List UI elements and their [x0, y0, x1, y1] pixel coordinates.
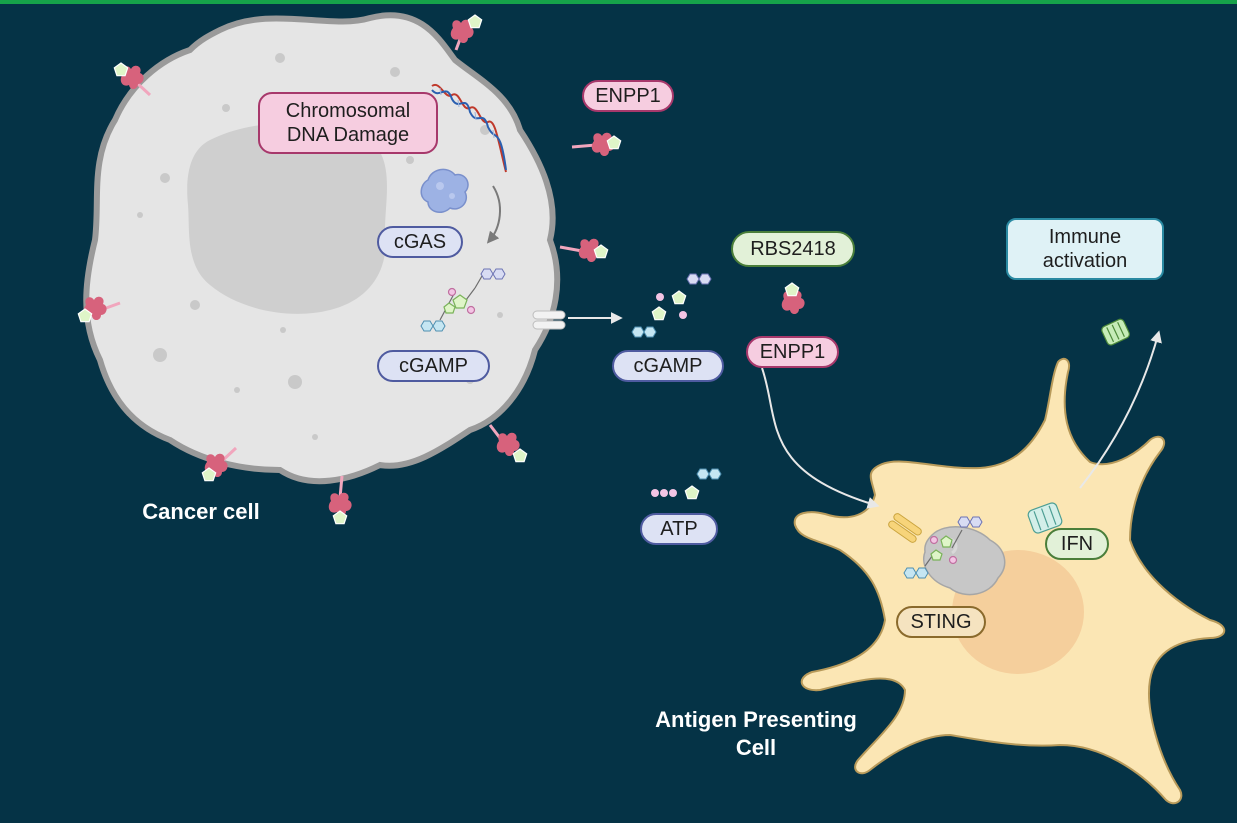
ifn-cytokine-icon: [1027, 502, 1063, 534]
cgamp-molecule-icon: [903, 516, 983, 579]
cgas-enzyme-icon: [420, 168, 469, 213]
cancer-cell-label: Cancer cell: [142, 499, 260, 524]
arrow-icon: [486, 185, 501, 244]
cgamp-outside-label: cGAMP: [612, 350, 724, 382]
atp-label: ATP: [640, 513, 718, 545]
cancer-cell: [83, 12, 561, 485]
immune-activation-line1: Immune: [1048, 226, 1122, 248]
cgamp-molecule-icon: [420, 268, 506, 332]
transporter-channel-icon: [888, 513, 922, 543]
dna-damage-line1: Chromosomal: [285, 100, 411, 122]
cgas-label: cGAS: [377, 226, 463, 258]
cgamp-molecule-icon: [631, 273, 712, 338]
apc-label-line1: Antigen Presenting: [655, 707, 857, 732]
enpp1-protein-icon: [77, 14, 622, 525]
arrow-icon: [761, 367, 880, 509]
enpp1-top-label: ENPP1: [582, 80, 674, 112]
apc-label: Antigen Presenting Cell: [636, 706, 876, 761]
dna-damage-label: Chromosomal DNA Damage: [258, 92, 438, 154]
ifn-cytokine-icon: [1101, 318, 1130, 346]
dna-damage-line2: DNA Damage: [286, 124, 410, 146]
rbs2418-label: RBS2418: [731, 231, 855, 267]
ifn-label: IFN: [1045, 528, 1109, 560]
sting-label: STING: [896, 606, 986, 638]
apc-label-line2: Cell: [735, 734, 777, 760]
enpp1-mid-label: ENPP1: [746, 336, 839, 368]
atp-molecule-icon: [651, 468, 722, 500]
immune-activation-line2: activation: [1042, 250, 1128, 272]
dna-helix-icon: [431, 83, 507, 173]
top-accent-bar: [0, 0, 1237, 4]
transporter-channel-icon: [532, 310, 566, 330]
cgamp-inside-label: cGAMP: [377, 350, 490, 382]
rbs2418-inhibitor-icon: [781, 282, 805, 315]
arrow-icon: [1079, 330, 1162, 489]
immune-activation-label: Immune activation: [1006, 218, 1164, 280]
cancer-cell-nucleus: [187, 123, 387, 314]
